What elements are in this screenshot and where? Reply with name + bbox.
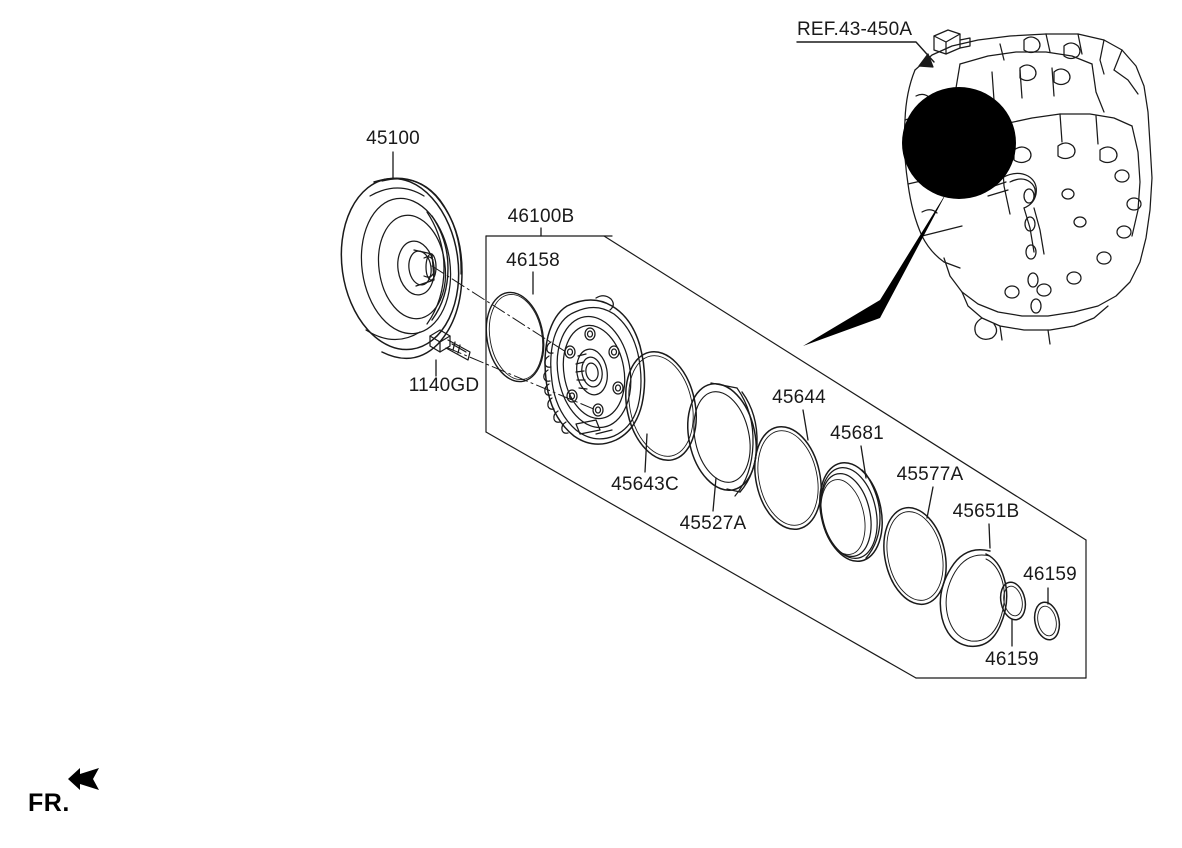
torque-converter-45100 [340,151,463,360]
callout-label-45644: 45644 [772,387,826,408]
callout-label-45681: 45681 [830,423,884,444]
callout-label-46159-lower: 46159 [985,649,1039,670]
front-direction-arrow-icon [68,768,99,790]
snap-ring-45651B [939,523,1008,648]
callout-label-45577A: 45577A [896,464,964,485]
front-direction-indicator: FR. [28,768,99,818]
callout-label-46100B: 46100B [507,206,575,227]
oring-46159-lower [999,581,1027,647]
callout-label-46159-upper: 46159 [1023,564,1077,585]
seal-ring-45577A [883,486,947,606]
oring-46158 [485,271,545,383]
group-boundary-46100B [485,235,1087,679]
oring-46159-upper [1033,587,1061,641]
callout-label-1140GD: 1140GD [408,375,480,396]
callout-label-45651B: 45651B [952,501,1020,522]
reference-label: REF.43-450A [797,19,913,40]
callout-label-46158: 46158 [506,250,560,271]
callout-label-45100: 45100 [366,128,420,149]
bolt-1140GD [429,329,471,377]
bearing-race-45681 [819,445,883,563]
seal-ring-45527A [687,382,758,512]
reference-leader [796,41,935,68]
callout-label-45643C: 45643C [611,474,679,495]
transmission-case-assembly [903,29,1153,345]
seal-ring-45644 [754,409,822,531]
converter-location-indicator [803,87,1016,346]
front-direction-label: FR. [28,789,70,817]
oil-pump-body [543,295,646,445]
callout-label-45527A: 45527A [679,513,747,534]
